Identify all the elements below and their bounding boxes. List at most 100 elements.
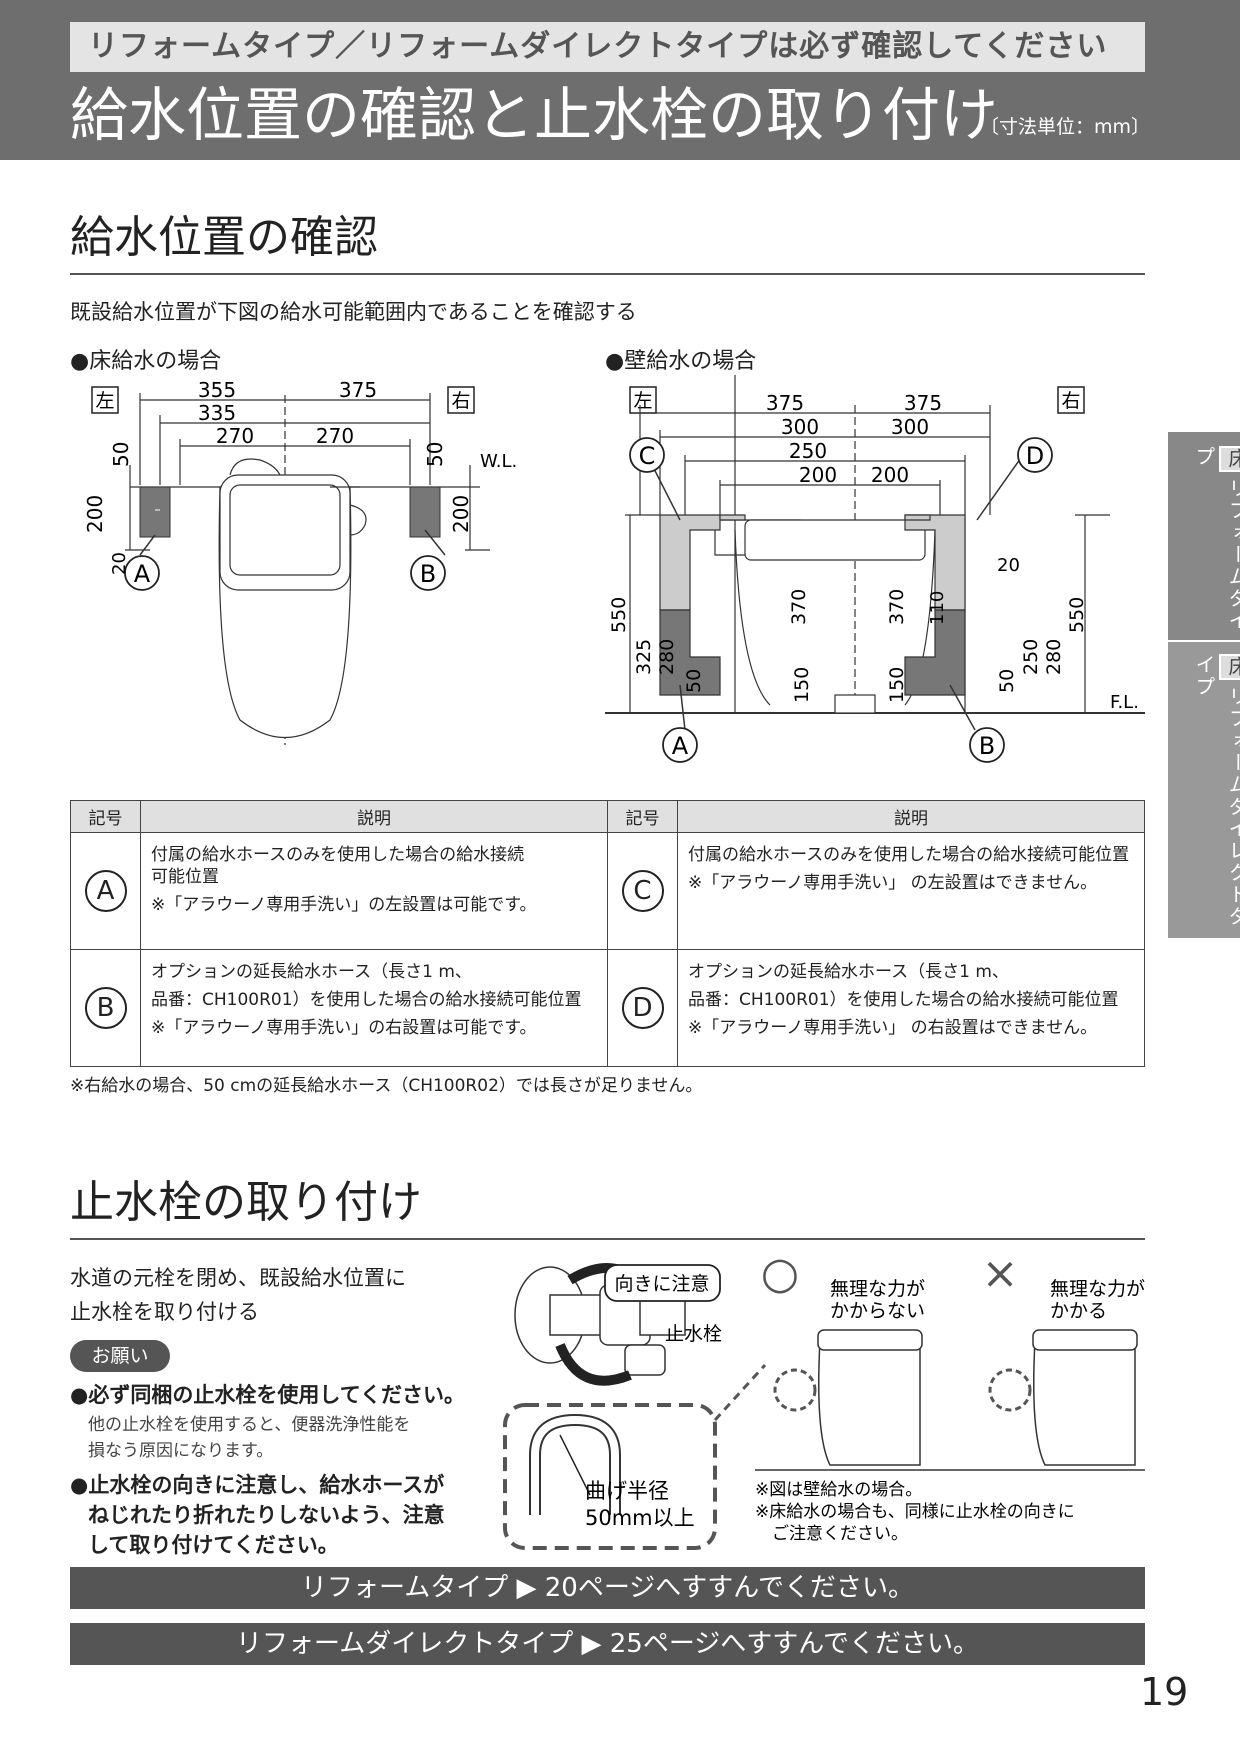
note-1: ※図は壁給水の場合。 bbox=[755, 1480, 922, 1500]
dim-270-left: 270 bbox=[216, 424, 254, 448]
side-tab-direct-label: リフォームダイレクトタイプ bbox=[1192, 654, 1240, 928]
ok-line-2: かからない bbox=[830, 1300, 925, 1322]
dim-250-right: 250 bbox=[1020, 639, 1042, 675]
label-fl: F.L. bbox=[1110, 692, 1139, 713]
bend-line-1: 曲げ半径 bbox=[585, 1479, 669, 1503]
ok-line-1: 無理な力が bbox=[830, 1278, 925, 1300]
dim-325: 325 bbox=[633, 639, 655, 675]
ng-line-2: かかる bbox=[1050, 1300, 1107, 1322]
dim-250: 250 bbox=[789, 439, 827, 463]
col-description: 説明 bbox=[677, 800, 1145, 833]
mark-c: C bbox=[639, 442, 656, 470]
ng-line-1: 無理な力が bbox=[1050, 1278, 1145, 1300]
legend-table: 記号 説明 記号 説明 A 付属の給水ホースのみを使用した場合の給水接続 可能位… bbox=[70, 800, 1145, 1067]
section-title-valve: 止水栓の取り付け bbox=[70, 1177, 422, 1228]
desc-b: オプションの延長給水ホース（長さ1 m、 品番：CH100R01）を使用した場合… bbox=[140, 949, 608, 1067]
dim-110: 110 bbox=[927, 591, 948, 625]
symbol-a: A bbox=[84, 870, 127, 912]
valve-intro-1: 水道の元栓を閉め、既設給水位置に bbox=[70, 1266, 406, 1290]
dim-50-right: 50 bbox=[423, 442, 447, 467]
table-row: A 付属の給水ホースのみを使用した場合の給水接続 可能位置 ※「アラウーノ専用手… bbox=[70, 832, 1145, 950]
dim-355: 355 bbox=[198, 378, 236, 402]
dim-200-right: 200 bbox=[449, 495, 473, 533]
label-valve: 止水栓 bbox=[665, 1323, 722, 1345]
section-intro: 既設給水位置が下図の給水可能範囲内であることを確認する bbox=[70, 300, 637, 324]
note-3: ご注意ください。 bbox=[772, 1524, 908, 1544]
dim-270-right: 270 bbox=[316, 424, 354, 448]
section-rule bbox=[70, 273, 1145, 275]
dim-300-left: 300 bbox=[781, 415, 819, 439]
floor-supply-diagram: 左 右 A B 355 375 335 270 270 50 50 200 20… bbox=[83, 378, 517, 745]
tab-box: 床 bbox=[1219, 654, 1240, 680]
request-badge: お願い bbox=[70, 1340, 170, 1372]
dim-375: 375 bbox=[339, 378, 377, 402]
wall-supply-heading: ●壁給水の場合 bbox=[605, 349, 757, 374]
col-description: 説明 bbox=[140, 800, 608, 833]
page-header: リフォームタイプ／リフォームダイレクトタイプは必ず確認してください 給水位置の確… bbox=[0, 0, 1240, 160]
label-left: 左 bbox=[95, 390, 114, 412]
dim-335: 335 bbox=[198, 401, 236, 425]
dim-50-left: 50 bbox=[683, 669, 705, 693]
section-title-supply-position: 給水位置の確認 bbox=[70, 212, 378, 263]
mark-b: B bbox=[420, 560, 436, 588]
dim-20: 20 bbox=[109, 552, 130, 575]
floor-supply-heading: ●床給水の場合 bbox=[70, 349, 222, 374]
mark-a: A bbox=[134, 560, 151, 588]
dim-50-right: 50 bbox=[996, 669, 1018, 693]
dim-280-right: 280 bbox=[1043, 639, 1065, 675]
mark-a: A bbox=[672, 732, 689, 760]
valve-intro-2: 止水栓を取り付ける bbox=[70, 1300, 259, 1324]
dim-550-right: 550 bbox=[1066, 597, 1088, 633]
side-tab-direct: 床リフォームダイレクトタイプ bbox=[1168, 642, 1240, 938]
label-left: 左 bbox=[633, 390, 652, 412]
col-symbol: 記号 bbox=[607, 800, 678, 833]
dim-375-right: 375 bbox=[904, 391, 942, 415]
dim-550-left: 550 bbox=[608, 597, 630, 633]
page-number: 19 bbox=[1140, 1670, 1189, 1714]
dim-370-left: 370 bbox=[788, 589, 810, 625]
section-rule bbox=[70, 1238, 1145, 1240]
bullet-2-line-1: ●止水栓の向きに注意し、給水ホースが bbox=[70, 1473, 445, 1497]
symbol-d: D bbox=[621, 987, 664, 1029]
dim-200-right: 200 bbox=[871, 463, 909, 487]
symbol-b: B bbox=[84, 987, 127, 1029]
mark-b: B bbox=[979, 732, 995, 760]
dim-200-left: 200 bbox=[799, 463, 837, 487]
bend-line-2: 50mm以上 bbox=[585, 1506, 695, 1530]
dim-200-left: 200 bbox=[83, 495, 107, 533]
label-right: 右 bbox=[451, 390, 470, 412]
ng-mark: × bbox=[982, 1255, 1019, 1299]
desc-d: オプションの延長給水ホース（長さ1 m、 品番：CH100R01）を使用した場合… bbox=[677, 949, 1145, 1067]
bullet-2-line-2: ねじれたり折れたりしないよう、注意 bbox=[88, 1503, 445, 1527]
label-wl: W.L. bbox=[480, 451, 517, 472]
legend-note: ※右給水の場合、50 cmの延長給水ホース（CH100R02）では長さが足りませ… bbox=[70, 1076, 703, 1096]
nav-direct: リフォームダイレクトタイプ ▶ 25ページへすすんでください。 bbox=[70, 1623, 1145, 1665]
bullet-1-sub-2: 損なう原因になります。 bbox=[88, 1441, 274, 1461]
nav-reform: リフォームタイプ ▶ 20ページへすすんでください。 bbox=[70, 1567, 1145, 1609]
dim-280-left: 280 bbox=[656, 639, 678, 675]
table-row: B オプションの延長給水ホース（長さ1 m、 品番：CH100R01）を使用した… bbox=[70, 949, 1145, 1067]
legend-header-row: 記号 説明 記号 説明 bbox=[70, 800, 1145, 833]
desc-a: 付属の給水ホースのみを使用した場合の給水接続 可能位置 ※「アラウーノ専用手洗い… bbox=[140, 832, 608, 950]
dim-375-left: 375 bbox=[766, 391, 804, 415]
desc-c: 付属の給水ホースのみを使用した場合の給水接続可能位置 ※「アラウーノ専用手洗い」… bbox=[677, 832, 1145, 950]
callout-direction: 向きに注意 bbox=[614, 1273, 709, 1295]
dim-370-right: 370 bbox=[886, 589, 908, 625]
mark-d: D bbox=[1026, 442, 1044, 470]
dim-50-left: 50 bbox=[109, 442, 133, 467]
ok-mark: ○ bbox=[761, 1255, 799, 1299]
side-tab-reform-label: リフォームタイプ bbox=[1192, 446, 1240, 632]
unit-note: 〔寸法単位：mm〕 bbox=[980, 116, 1151, 138]
label-right: 右 bbox=[1061, 390, 1080, 412]
bullet-2-line-3: して取り付けてください。 bbox=[88, 1533, 339, 1557]
tab-box: 床 bbox=[1219, 446, 1240, 472]
wall-supply-diagram: 左 右 A B C bbox=[605, 375, 1145, 763]
header-subtitle: リフォームタイプ／リフォームダイレクトタイプは必ず確認してください bbox=[70, 22, 1145, 72]
note-2: ※床給水の場合も、同様に止水栓の向きに bbox=[755, 1502, 1075, 1522]
dim-300-right: 300 bbox=[891, 415, 929, 439]
side-tab-reform: 床リフォームタイプ bbox=[1168, 432, 1240, 640]
symbol-c: C bbox=[621, 870, 664, 912]
dim-20: 20 bbox=[997, 555, 1020, 576]
dim-150-left: 150 bbox=[791, 667, 813, 703]
page-title: 給水位置の確認と止水栓の取り付け bbox=[70, 81, 999, 149]
